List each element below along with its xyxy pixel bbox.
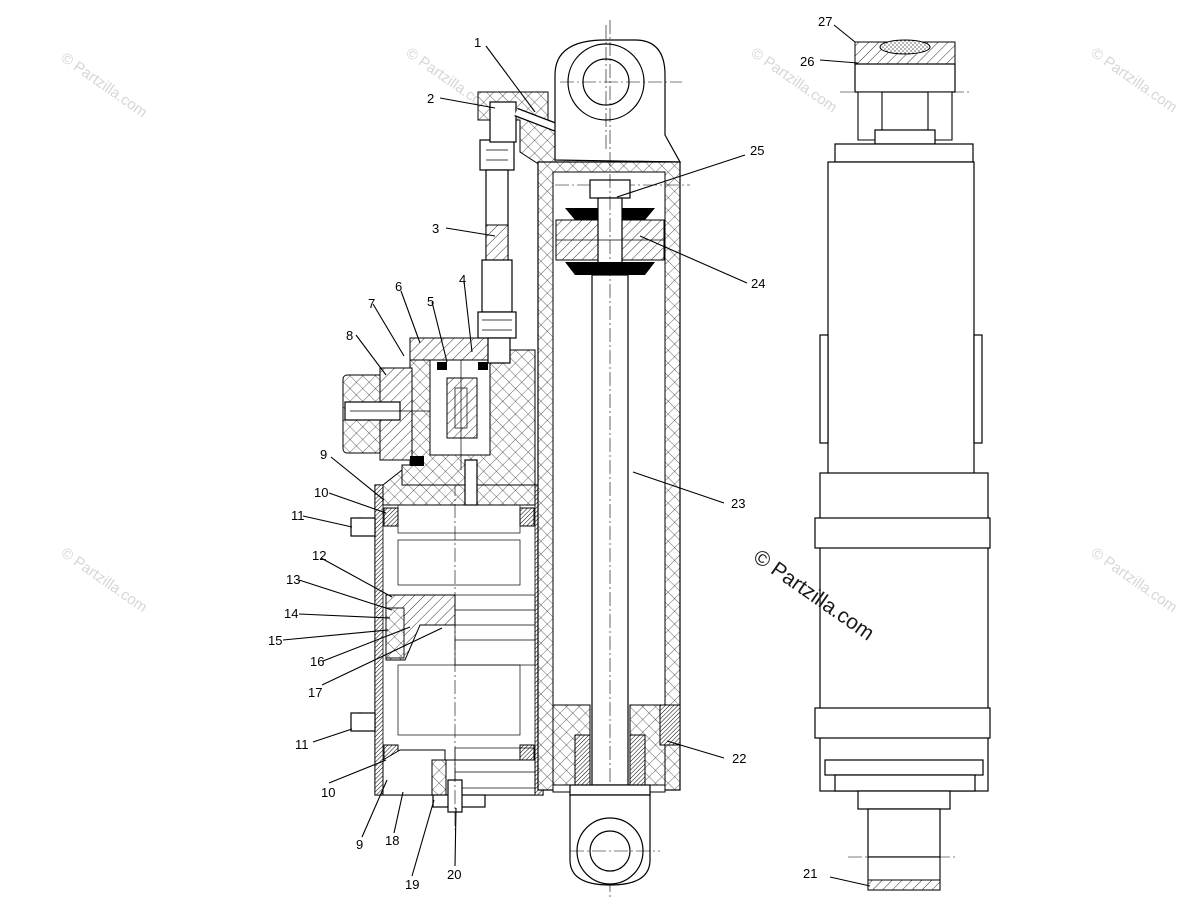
callout-4: 4 [459, 272, 466, 287]
callout-11-lower: 11 [295, 737, 309, 752]
callout-6: 6 [395, 279, 402, 294]
callout-26: 26 [800, 54, 814, 69]
callout-23: 23 [731, 496, 745, 511]
callout-7: 7 [368, 296, 375, 311]
callout-22: 22 [732, 751, 746, 766]
callout-10-lower: 10 [321, 785, 335, 800]
callout-12: 12 [312, 548, 326, 563]
leader-lines [282, 24, 871, 887]
watermark: © Partzilla.com [1088, 544, 1181, 616]
callout-10-upper: 10 [314, 485, 328, 500]
callout-27: 27 [818, 14, 832, 29]
watermark: © Partzilla.com [58, 49, 151, 121]
reservoir-section [350, 460, 544, 830]
callout-labels: 1 2 3 4 5 6 7 8 9 10 11 12 13 14 15 16 1… [268, 14, 832, 892]
reservoir-hose [477, 139, 517, 364]
callout-9-lower: 9 [356, 837, 363, 852]
callout-19: 19 [405, 877, 419, 892]
callout-5: 5 [427, 294, 434, 309]
main-shock-body [537, 20, 690, 900]
callout-18: 18 [385, 833, 399, 848]
callout-9-upper: 9 [320, 447, 327, 462]
compression-adjuster [342, 337, 536, 506]
watermark: © Partzilla.com [748, 44, 841, 116]
callout-1: 1 [474, 35, 481, 50]
watermark: © Partzilla.com [58, 544, 151, 616]
watermark: © Partzilla.com [1088, 44, 1181, 116]
callout-21: 21 [803, 866, 817, 881]
callout-25: 25 [750, 143, 764, 158]
callout-13: 13 [286, 572, 300, 587]
callout-17: 17 [308, 685, 322, 700]
callout-15: 15 [268, 633, 282, 648]
callout-8: 8 [346, 328, 353, 343]
callout-24: 24 [751, 276, 765, 291]
callout-14: 14 [284, 606, 298, 621]
callout-3: 3 [432, 221, 439, 236]
callout-11-upper: 11 [291, 508, 305, 523]
external-side-view [814, 39, 991, 891]
callout-20: 20 [447, 867, 461, 882]
callout-2: 2 [427, 91, 434, 106]
callout-16: 16 [310, 654, 324, 669]
